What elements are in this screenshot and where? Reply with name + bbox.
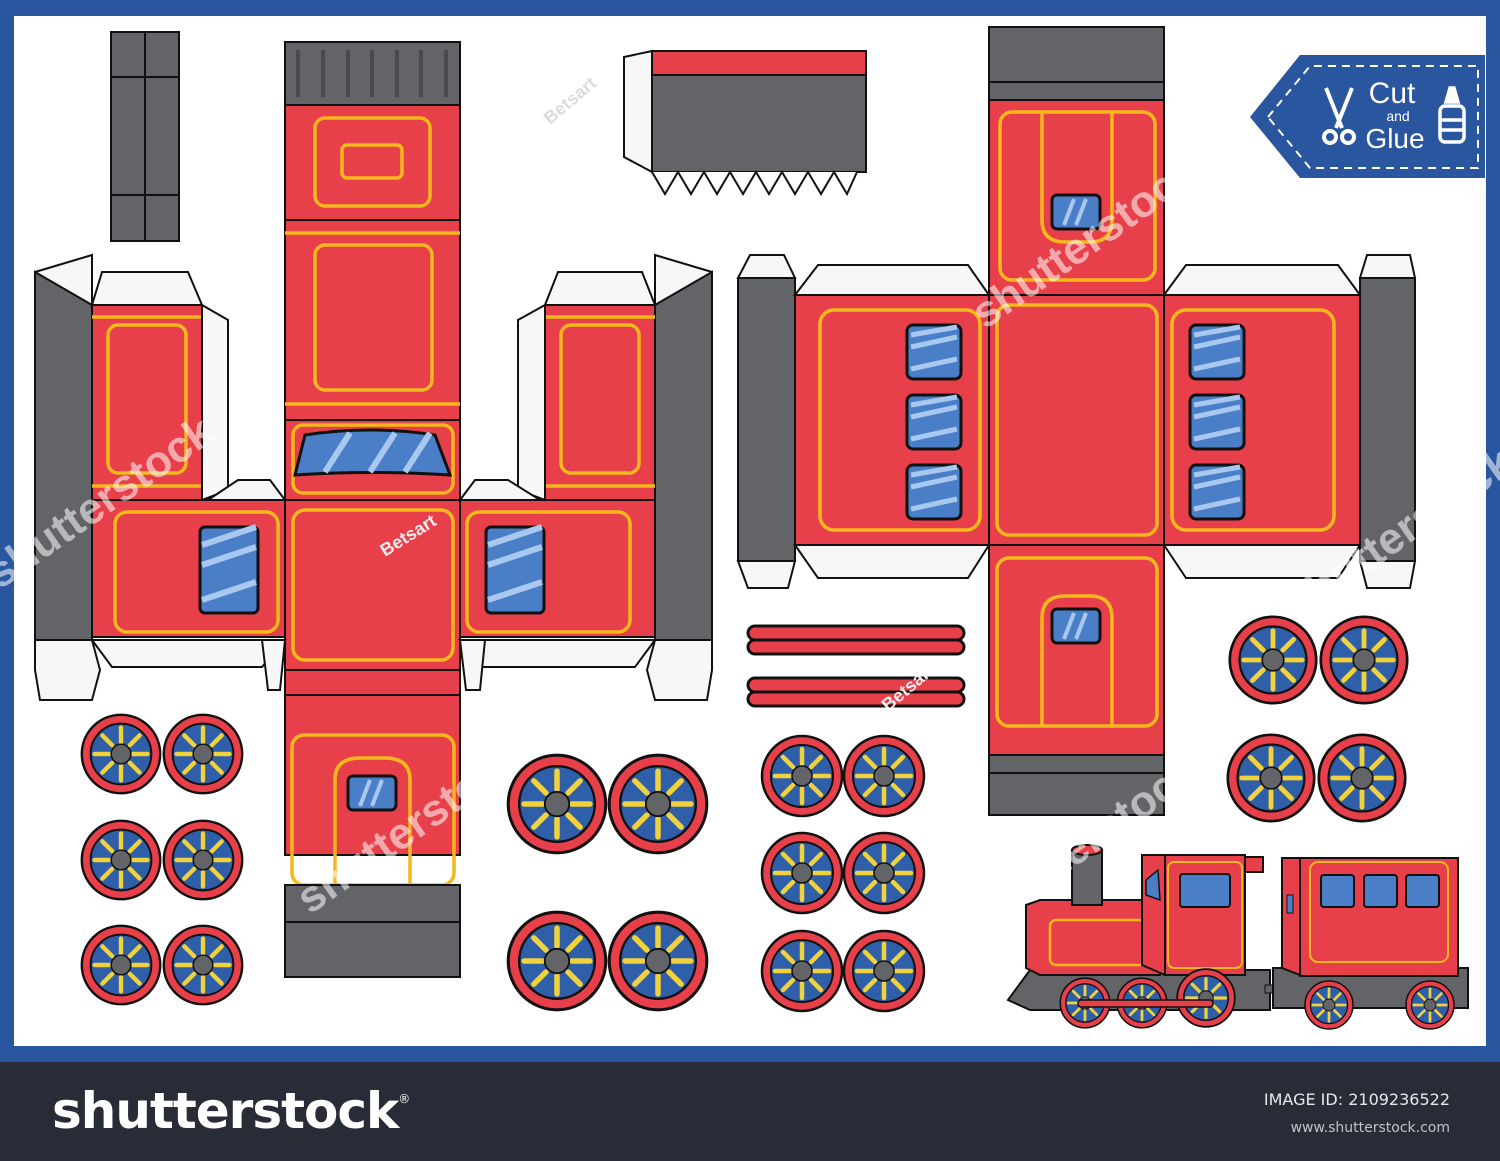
badge-line-glue: Glue [1365,123,1424,154]
finished-train-preview [1006,844,1469,1031]
cut-and-glue-badge: Cut and Glue [1250,55,1485,178]
shutterstock-logo[interactable]: shutterstock® [52,1082,410,1140]
carriage-body-net [736,26,1417,816]
locomotive-cab-net [34,41,713,978]
scissors-icon [1322,87,1356,145]
cowcatcher-piece [623,49,867,197]
site-link[interactable]: www.shutterstock.com [1290,1120,1450,1136]
footer-bar: shutterstock® IMAGE ID: 2109236522 www.s… [0,1062,1500,1161]
glue-bottle-icon [1438,86,1466,144]
papercraft-artwork: Cut and Glue Betsart Betsart Betsart shu… [0,26,1500,1031]
badge-line-and: and [1386,108,1409,124]
chimney-strip [110,31,180,242]
badge-line-cut: Cut [1369,77,1416,110]
artist-signature: Betsart [540,73,600,128]
connecting-rods [746,624,966,708]
image-id: IMAGE ID: 2109236522 [1263,1090,1450,1109]
